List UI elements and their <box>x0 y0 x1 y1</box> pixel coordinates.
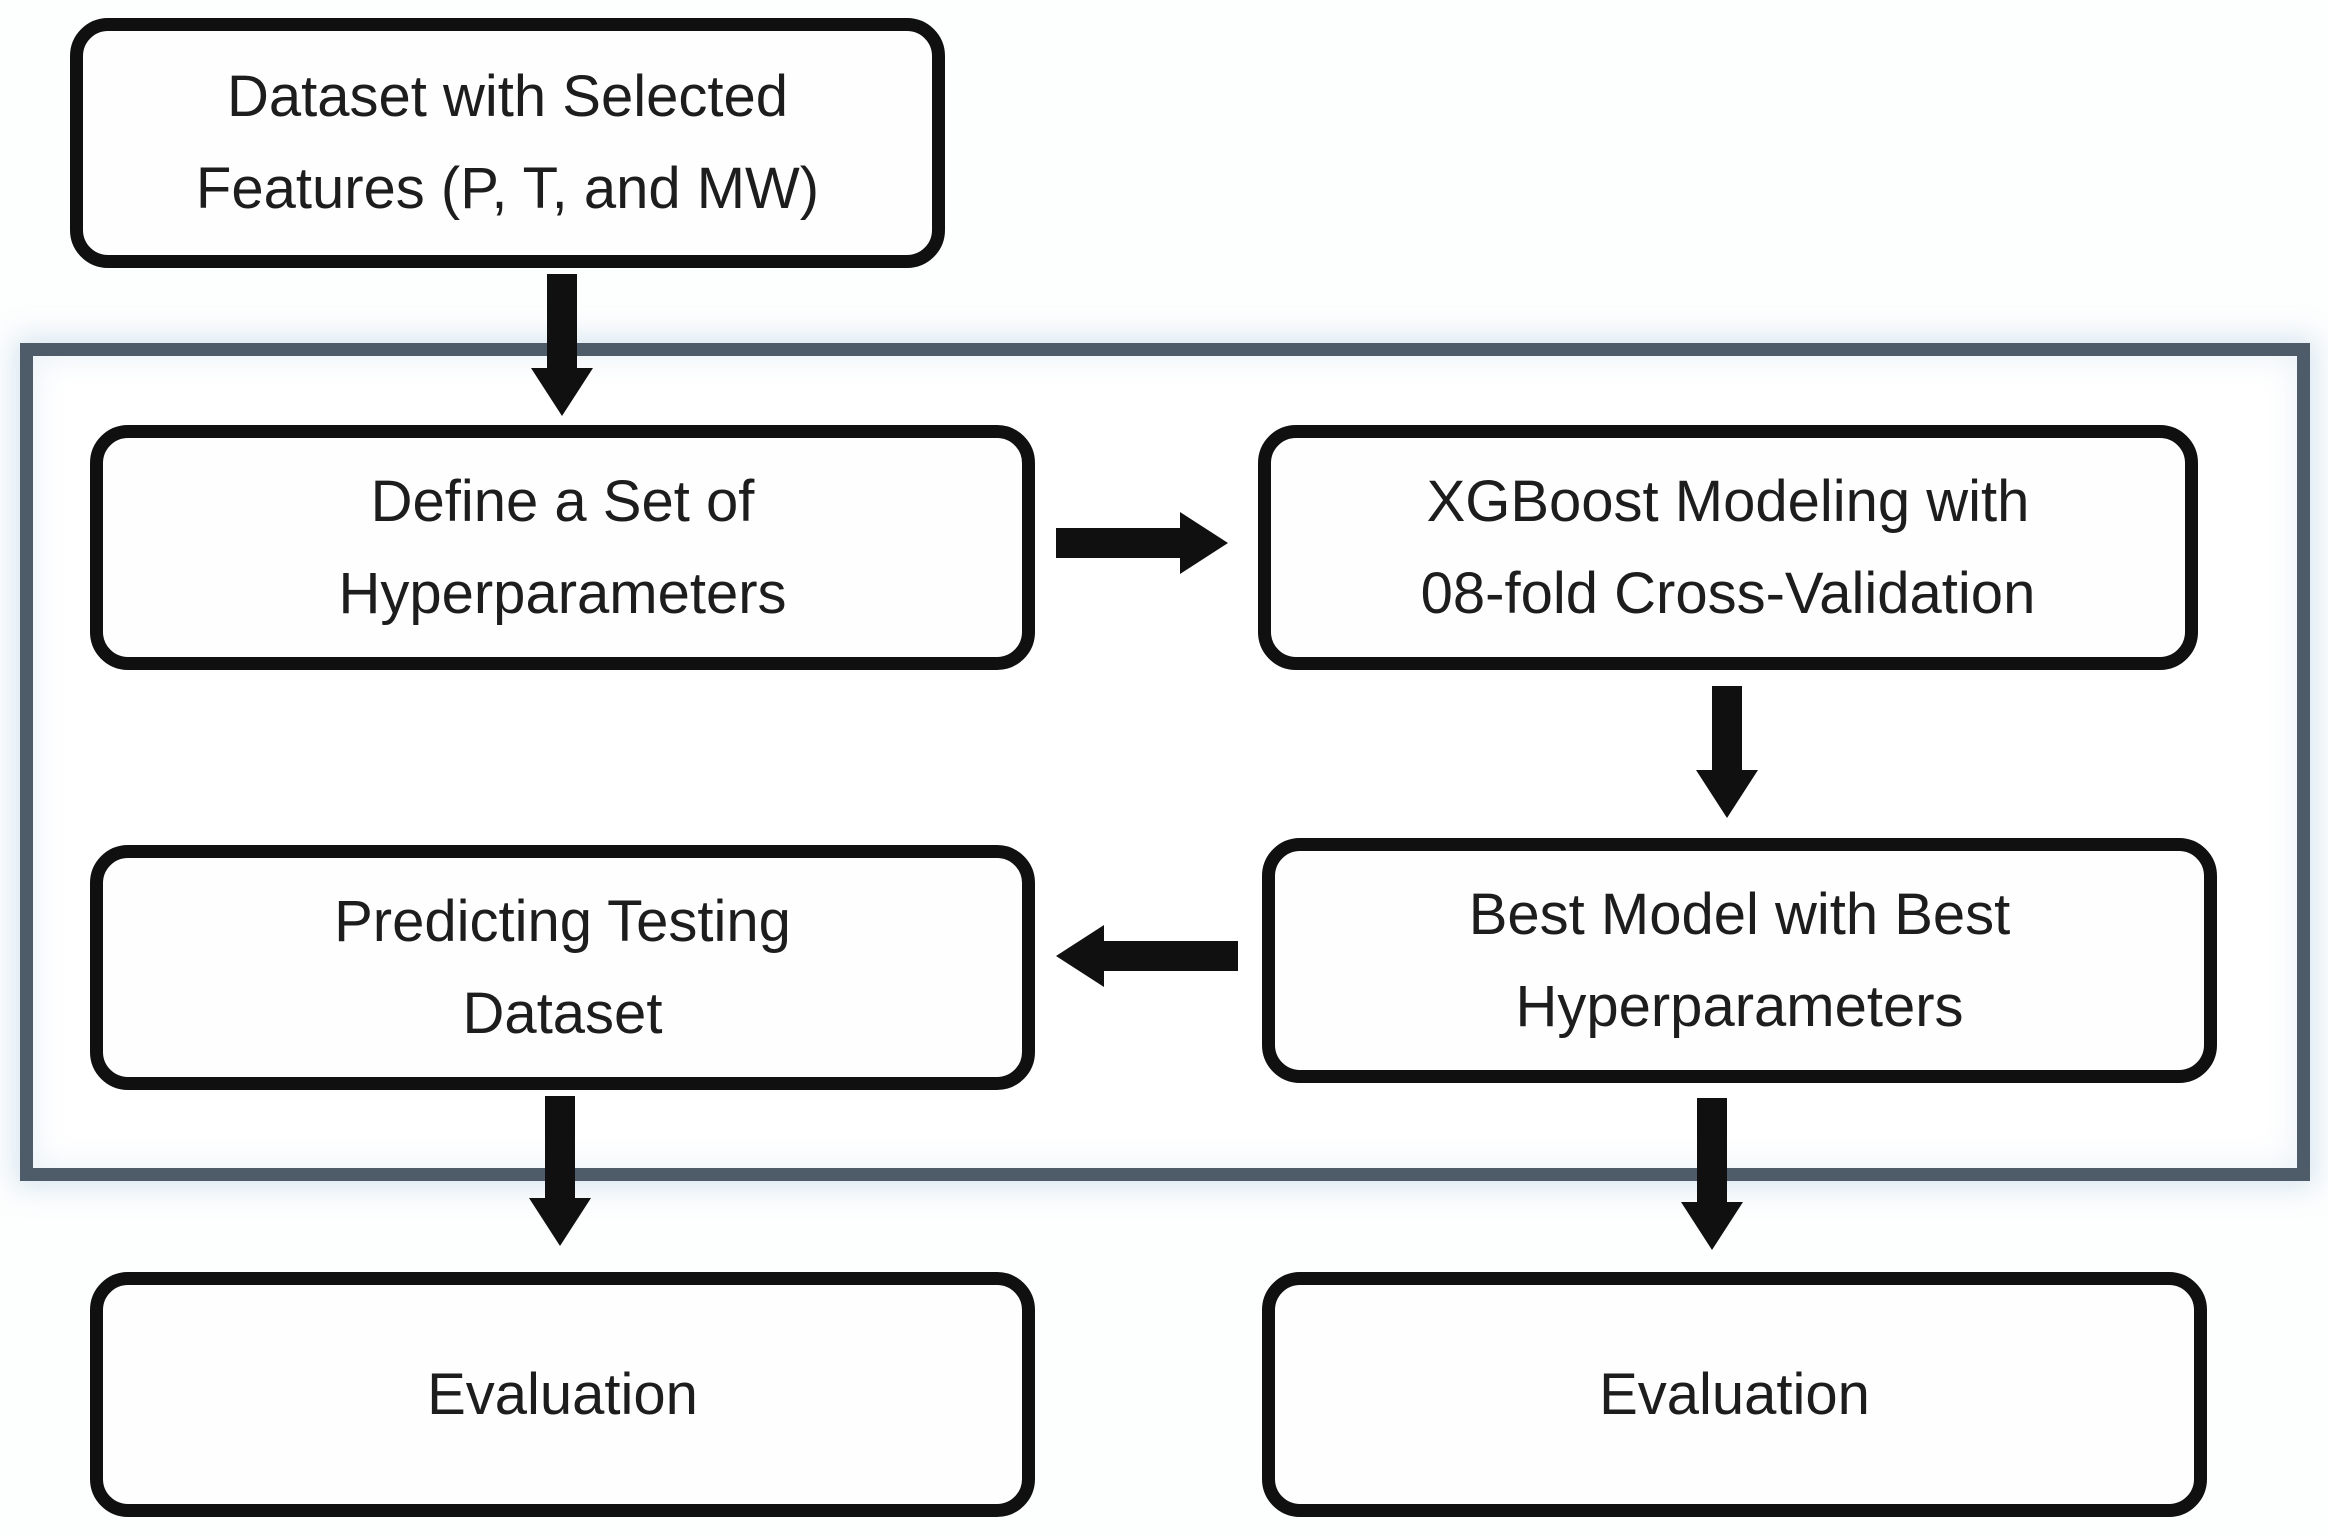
node-evaluation-right-line-1: Evaluation <box>1599 1361 1870 1427</box>
node-evaluation-left-line-1: Evaluation <box>427 1361 698 1427</box>
node-define-hyperparameters-line-1: Define a Set of <box>370 468 755 534</box>
node-xgboost-modeling-line-1: XGBoost Modeling with <box>1426 468 2030 534</box>
node-predicting-testing-line-2: Dataset <box>462 980 663 1046</box>
node-predicting-testing: Predicting Testing Dataset <box>90 845 1035 1090</box>
node-dataset-line-2: Features (P, T, and MW) <box>195 156 820 221</box>
node-best-model-line-2: Hyperparameters <box>1515 973 1964 1039</box>
node-dataset: Dataset with Selected Features (P, T, an… <box>70 18 945 268</box>
node-best-model: Best Model with Best Hyperparameters <box>1262 838 2217 1083</box>
node-dataset-line-1: Dataset with Selected <box>227 64 788 129</box>
node-best-model-line-1: Best Model with Best <box>1468 881 2011 947</box>
node-evaluation-left: Evaluation <box>90 1272 1035 1517</box>
node-define-hyperparameters: Define a Set of Hyperparameters <box>90 425 1035 670</box>
node-xgboost-modeling: XGBoost Modeling with 08-fold Cross-Vali… <box>1258 425 2198 670</box>
node-evaluation-right: Evaluation <box>1262 1272 2207 1517</box>
node-xgboost-modeling-line-2: 08-fold Cross-Validation <box>1420 560 2036 626</box>
node-define-hyperparameters-line-2: Hyperparameters <box>338 560 787 626</box>
node-predicting-testing-line-1: Predicting Testing <box>334 888 791 954</box>
